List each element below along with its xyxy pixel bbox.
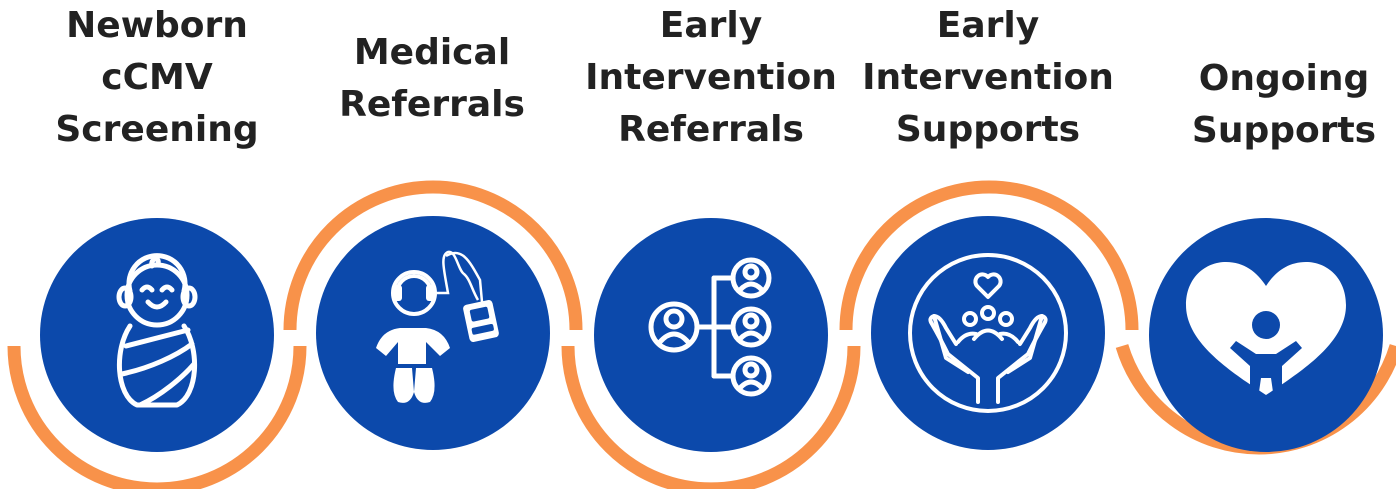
swaddled-baby-icon [116,253,198,408]
arc-bottom-3 [561,345,861,489]
supporting-hands-icon [908,253,1068,413]
step-4-label: Early Intervention Supports [862,0,1114,156]
step-1-label-line-2: cCMV [101,57,213,98]
step-3-label-line-2: Intervention [585,57,837,98]
step-1-label-line-1: Newborn [66,5,248,46]
step-4-label-line-3: Supports [895,109,1081,150]
arc-top-4 [839,180,1139,331]
arc-top-2 [283,180,583,331]
step-1-label: Newborn cCMV Screening [55,0,258,156]
step-5-label: Ongoing Supports [1192,53,1376,157]
step-5-label-line-1: Ongoing [1198,58,1370,99]
step-5-label-line-2: Supports [1191,110,1377,151]
referral-network-icon [648,257,772,397]
step-2-label: Medical Referrals [339,27,525,131]
baby-hearing-test-icon [376,250,499,403]
step-1-label-line-3: Screening [55,109,259,150]
step-4-label-line-2: Intervention [862,57,1114,98]
step-3-circle [594,218,828,452]
step-2-label-line-2: Referrals [339,84,525,125]
step-3-label-line-1: Early [659,5,763,46]
step-3-label-line-3: Referrals [618,109,804,150]
step-2-label-line-1: Medical [353,32,511,73]
step-4-circle [871,216,1105,450]
arc-bottom-1 [7,345,307,489]
step-4-label-line-1: Early [936,5,1040,46]
heart-child-icon [1186,262,1346,395]
step-3-label: Early Intervention Referrals [585,0,837,156]
step-1-circle [40,218,274,452]
